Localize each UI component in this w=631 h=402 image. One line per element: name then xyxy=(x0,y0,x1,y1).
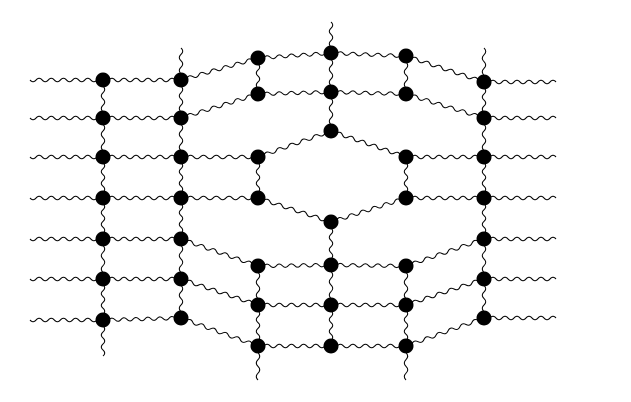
link-d6-e6 xyxy=(330,302,407,308)
external-leg-f7-13 xyxy=(483,315,557,321)
link-d7-e7 xyxy=(330,343,407,349)
external-leg-a7-6 xyxy=(29,317,104,323)
vertex-a5 xyxy=(95,231,111,247)
vertex-d4 xyxy=(323,214,339,230)
vertex-d1 xyxy=(323,45,339,61)
vertex-b6 xyxy=(173,271,189,287)
link-b2-c2 xyxy=(180,93,259,120)
vertex-f2 xyxy=(476,110,492,126)
vertex-d2 xyxy=(323,84,339,100)
link-c2-d2 xyxy=(257,89,332,97)
external-leg-a6-5 xyxy=(29,276,104,282)
vertex-c2 xyxy=(250,86,266,102)
vertex-c1 xyxy=(250,50,266,66)
link-e2-f2 xyxy=(405,93,485,120)
link-b5-c5 xyxy=(180,238,259,268)
external-leg-f5-11 xyxy=(483,236,557,242)
link-c6-d6 xyxy=(257,302,332,308)
vertex-e3 xyxy=(398,149,414,165)
link-e5-f5 xyxy=(405,238,485,268)
link-e6-f6 xyxy=(405,278,485,307)
vertex-e6 xyxy=(398,297,414,313)
external-leg-a1-0 xyxy=(29,77,104,83)
vertex-a6 xyxy=(95,271,111,287)
link-c3-d3 xyxy=(257,129,332,159)
vertex-a3 xyxy=(95,149,111,165)
vertex-e1 xyxy=(398,48,414,64)
external-leg-a2-1 xyxy=(29,115,104,121)
vertex-e5 xyxy=(398,258,414,274)
link-e4-f4 xyxy=(405,195,485,201)
link-a2-b2 xyxy=(102,115,182,121)
vertex-f5 xyxy=(476,231,492,247)
vertex-e4 xyxy=(398,190,414,206)
external-leg-f2-8 xyxy=(483,115,557,121)
vertex-d6 xyxy=(323,297,339,313)
link-e1-f1 xyxy=(405,55,485,84)
vertex-f3 xyxy=(476,149,492,165)
link-b6-c6 xyxy=(180,278,259,307)
vertex-d7 xyxy=(323,338,339,354)
vertex-f4 xyxy=(476,190,492,206)
vertex-e7 xyxy=(398,338,414,354)
external-leg-a4-3 xyxy=(29,195,104,201)
vertex-f7 xyxy=(476,310,492,326)
link-d1-e1 xyxy=(330,51,407,58)
vertex-d5 xyxy=(323,257,339,273)
vertex-d3 xyxy=(323,123,339,139)
nodes-layer xyxy=(95,45,492,354)
link-d3-e3 xyxy=(330,130,407,159)
link-e3-f3 xyxy=(405,154,485,160)
link-a6-b6 xyxy=(102,276,182,282)
vertex-f6 xyxy=(476,271,492,287)
vertex-a1 xyxy=(95,72,111,88)
vertex-b1 xyxy=(173,72,189,88)
vertex-c7 xyxy=(250,338,266,354)
link-d2-e2 xyxy=(330,90,407,96)
vertex-b2 xyxy=(173,110,189,126)
link-b4-c4 xyxy=(180,195,259,201)
link-c4-d4 xyxy=(257,197,332,223)
link-a4-b4 xyxy=(102,195,182,201)
vertex-b7 xyxy=(173,310,189,326)
vertex-a7 xyxy=(95,312,111,328)
link-a1-b1 xyxy=(102,77,182,83)
link-e7-f7 xyxy=(405,317,485,348)
link-d4-e4 xyxy=(330,197,407,224)
external-leg-f1-7 xyxy=(483,79,557,85)
link-b3-c3 xyxy=(180,154,259,160)
vertex-f1 xyxy=(476,74,492,90)
vertex-c5 xyxy=(250,258,266,274)
vertex-b3 xyxy=(173,149,189,165)
vertex-b4 xyxy=(173,190,189,206)
vertex-c4 xyxy=(250,190,266,206)
vertex-c3 xyxy=(250,149,266,165)
external-leg-f4-10 xyxy=(483,195,557,201)
external-leg-f6-12 xyxy=(483,276,557,282)
link-c1-d1 xyxy=(257,51,332,60)
vertex-b5 xyxy=(173,231,189,247)
external-leg-f3-9 xyxy=(483,154,557,160)
external-leg-a3-2 xyxy=(29,154,104,160)
link-b1-c1 xyxy=(180,57,259,82)
external-leg-a5-4 xyxy=(29,236,104,242)
link-a5-b5 xyxy=(102,236,182,242)
vertex-a2 xyxy=(95,110,111,126)
link-a3-b3 xyxy=(102,154,182,160)
vertex-e2 xyxy=(398,86,414,102)
link-a7-b7 xyxy=(102,316,182,323)
link-d5-e5 xyxy=(330,262,407,269)
link-c7-d7 xyxy=(257,343,332,349)
vertex-c6 xyxy=(250,297,266,313)
link-c5-d5 xyxy=(257,262,332,269)
vertex-a4 xyxy=(95,190,111,206)
link-b7-c7 xyxy=(180,317,259,348)
